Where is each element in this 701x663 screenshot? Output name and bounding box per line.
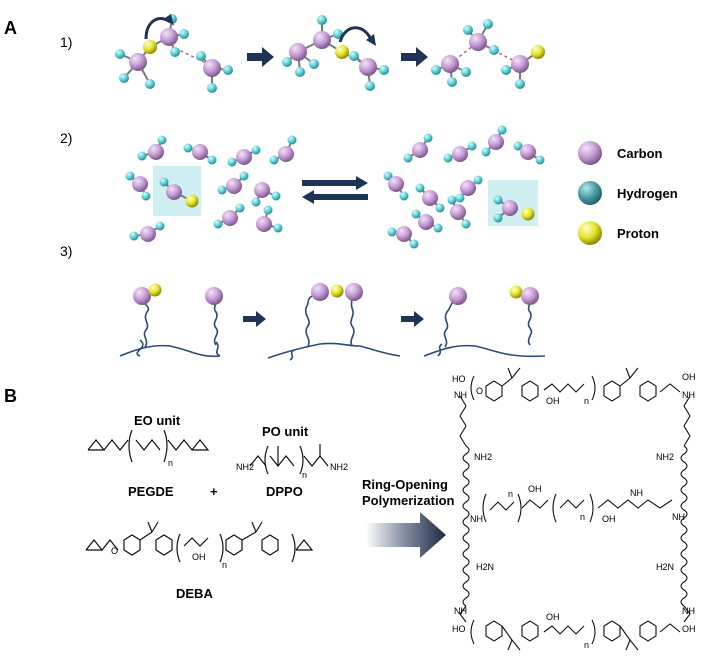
row1-arrow-2 [401,47,428,67]
row3-atoms-1 [133,283,223,305]
net-oh-bottom-right: OH [682,624,696,634]
hydrogen-swatch [578,181,602,205]
net-n-top: n [584,396,589,406]
po-unit-label: PO unit [262,424,309,439]
net-ho-bottom-left: HO [452,624,466,634]
deba-oh: OH [192,552,206,562]
network-labels: HO NH O OH n OH NH NH2 NH2 NH n OH n OH … [452,372,696,650]
net-nh-mid: NH [630,488,643,498]
net-oh-top: OH [546,396,560,406]
legend-label-carbon: Carbon [617,146,663,161]
row3-arrow-1 [243,311,266,327]
row3-atoms-2 [311,283,363,301]
net-nh-bottom-right: NH [682,606,695,616]
rop-arrow [366,512,446,558]
dppo-label: DPPO [266,484,303,499]
net-oh-bottom: OH [546,612,560,622]
dppo-structure [249,444,329,475]
deba-n: n [222,560,227,570]
row3-arrow-2 [401,311,424,327]
equilibrium-arrows [302,176,368,204]
net-h2n-left: H2N [476,562,494,572]
panel-b-label: B [4,386,17,406]
net-nh-mid-right: NH [672,512,685,522]
rop-label-line1: Ring-Opening [362,477,448,492]
pegde-label: PEGDE [128,484,174,499]
row1-molecule-b [282,15,389,91]
net-nh-top-left: NH [454,390,467,400]
eo-unit-label: EO unit [134,413,181,428]
row3-segment-3 [423,297,546,358]
net-oh-top-right: OH [682,372,696,382]
net-oh-mid-1: OH [528,484,542,494]
panel-a-label: A [4,18,17,38]
deba-o-1: O [111,546,118,556]
row3-atoms-3 [449,285,539,305]
row3-segment-1 [119,297,221,358]
legend-item-proton: Proton [578,221,659,245]
net-o-top-1: O [476,386,483,396]
plus-sign: + [210,484,218,499]
legend: Carbon Hydrogen Proton [578,141,678,245]
net-n-mid-2: n [580,512,585,522]
step-3-label: 3) [60,243,72,259]
net-nh-top-right: NH [682,390,695,400]
step-1-label: 1) [60,34,72,50]
net-nh2-right: NH2 [656,452,674,462]
net-n-mid-1: n [508,489,513,499]
row1-molecule-a [115,14,233,93]
row2-cluster-left [125,135,297,242]
dppo-nh2-right: NH2 [330,462,348,472]
deba-structure [85,521,314,563]
net-nh-mid-left: NH [470,514,483,524]
step-2-label: 2) [60,130,72,146]
row1-arrow-1 [247,47,274,67]
pegde-n: n [168,458,173,468]
rop-label-line2: Polymerization [362,493,455,508]
net-nh2-left: NH2 [474,452,492,462]
pegde-structure [87,429,210,463]
carbon-swatch [578,141,602,165]
net-n-bottom: n [584,640,589,650]
proton-swatch [578,221,602,245]
legend-label-proton: Proton [617,226,659,241]
legend-item-carbon: Carbon [578,141,663,165]
legend-item-hydrogen: Hydrogen [578,181,678,205]
row2-cluster-right [383,125,545,249]
network-structure [459,367,691,651]
row1-molecule-c [431,19,545,89]
net-nh-bottom-left: NH [454,606,467,616]
row3-segment-2 [267,295,401,361]
net-h2n-right: H2N [656,562,674,572]
legend-label-hydrogen: Hydrogen [617,186,678,201]
dppo-nh2-left: NH2 [236,462,254,472]
net-oh-mid-2: OH [602,514,616,524]
net-ho-top-left: HO [452,374,466,384]
dppo-n: n [302,470,307,480]
deba-label: DEBA [176,586,213,601]
